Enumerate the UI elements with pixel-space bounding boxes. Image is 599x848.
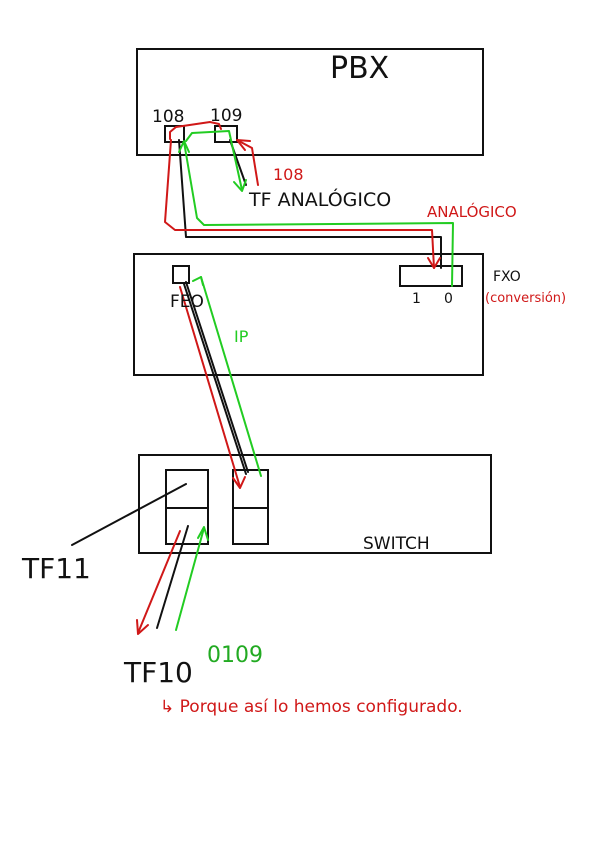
green-path-ip xyxy=(200,276,262,477)
cable-pbx-fxo xyxy=(178,139,442,269)
pbx-port-108 xyxy=(164,125,185,143)
analog-ext-label: 108 xyxy=(273,165,304,184)
fxo-note: (conversión) xyxy=(485,291,566,306)
green-path-tf10 xyxy=(175,527,205,631)
green-path-analog xyxy=(183,141,454,287)
red-path-top xyxy=(169,121,222,140)
pbx-port-108-label: 108 xyxy=(152,107,184,127)
tf11-label: TF11 xyxy=(21,552,91,585)
pbx-box xyxy=(136,48,484,156)
green-arrow-tf10 xyxy=(197,526,209,541)
green-path-109 xyxy=(185,130,243,191)
ip-link-label: IP xyxy=(234,327,249,346)
tf10-label: TF10 xyxy=(123,656,193,689)
analog-phone-label: TF ANALÓGICO xyxy=(248,187,391,211)
fxo-label: FXO xyxy=(493,269,521,285)
green-arrow-ip xyxy=(192,276,204,286)
cable-switch-tf10 xyxy=(156,525,189,629)
fxo-port-0-label: 0 xyxy=(444,291,453,307)
red-path-ip xyxy=(179,286,241,488)
tf11-pointer xyxy=(71,483,187,546)
cable-gateway-switch xyxy=(185,281,249,473)
red-path-analog xyxy=(164,139,435,269)
switch-box xyxy=(138,454,492,554)
green-arrow-pbx xyxy=(178,140,190,153)
pbx-port-109 xyxy=(214,125,238,143)
analog-link-label: ANALÓGICO xyxy=(427,202,517,221)
fxo-port-block xyxy=(399,265,463,287)
fxo-port-1-label: 1 xyxy=(412,291,421,307)
red-path-tf10 xyxy=(137,530,181,634)
cable-gateway-switch-2 xyxy=(183,283,247,475)
red-arrow-109 xyxy=(236,139,251,151)
pbx-label: PBX xyxy=(330,51,389,86)
red-arrow-switch xyxy=(232,476,246,489)
switch-label: SWITCH xyxy=(363,534,430,554)
gateway-port-label: FEO xyxy=(170,292,204,312)
pbx-port-109-label: 109 xyxy=(210,106,242,126)
dialed-number: 0109 xyxy=(207,643,263,668)
config-note: ↳ Porque así lo hemos configurado. xyxy=(160,697,463,717)
red-path-109 xyxy=(236,139,259,186)
green-arrow-109 xyxy=(233,179,247,192)
red-arrow-tf10 xyxy=(136,619,149,635)
gateway-ip-port xyxy=(172,265,190,284)
gateway-box xyxy=(133,253,484,376)
red-arrow-fxo xyxy=(427,257,441,269)
